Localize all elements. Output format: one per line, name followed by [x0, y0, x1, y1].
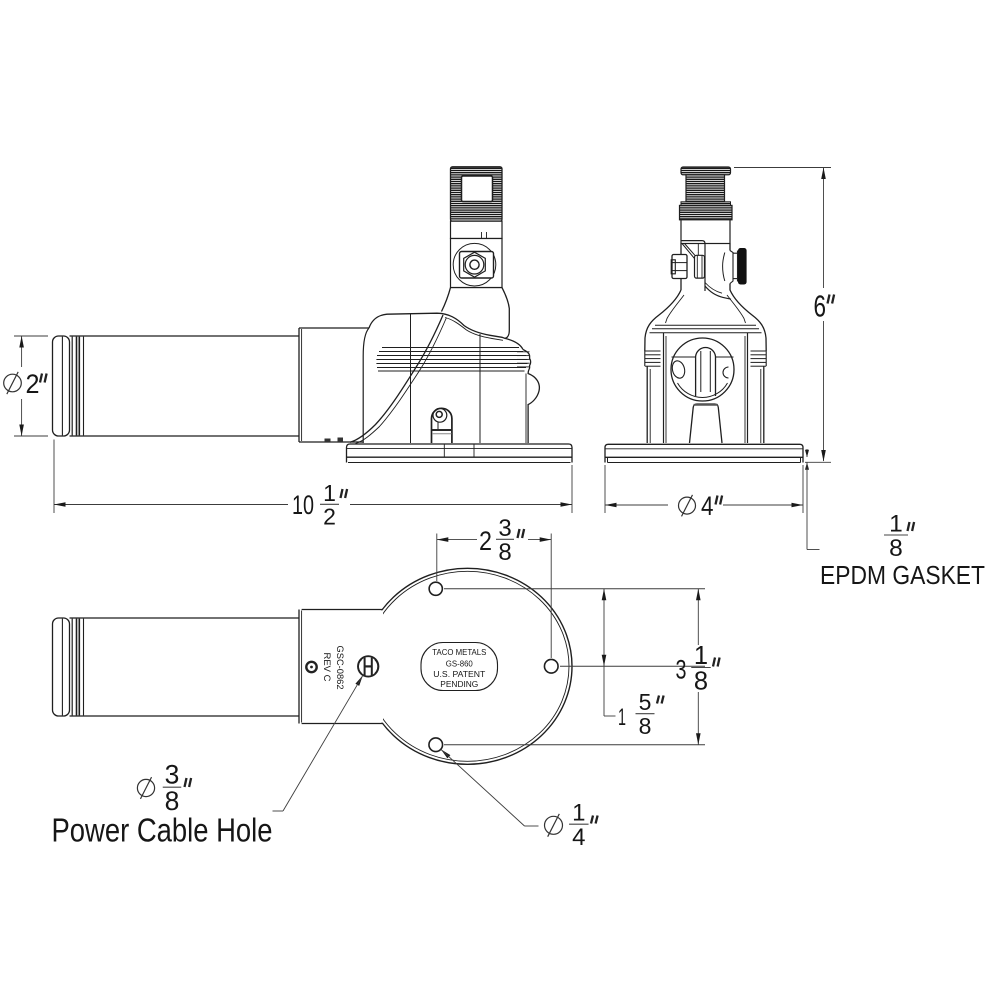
- svg-text:5: 5: [639, 689, 652, 715]
- svg-text:REV C: REV C: [321, 653, 332, 682]
- svg-text:U.S. PATENT: U.S. PATENT: [433, 669, 486, 679]
- svg-text:1: 1: [618, 704, 626, 731]
- svg-text:EPDM GASKET: EPDM GASKET: [820, 560, 985, 590]
- svg-text:1: 1: [889, 511, 903, 538]
- svg-text:8: 8: [498, 539, 511, 566]
- svg-text:3: 3: [165, 760, 180, 790]
- svg-text:1: 1: [323, 480, 336, 506]
- svg-text:8: 8: [889, 535, 903, 562]
- svg-text:3: 3: [676, 655, 687, 685]
- svg-text:2: 2: [479, 526, 492, 556]
- svg-text:Power Cable Hole: Power Cable Hole: [52, 812, 273, 849]
- svg-text:GS-860: GS-860: [446, 659, 473, 669]
- svg-text:GSC-0862: GSC-0862: [334, 646, 345, 690]
- svg-text:8: 8: [165, 786, 180, 816]
- svg-text:8: 8: [639, 713, 652, 739]
- svg-text:4: 4: [701, 491, 714, 521]
- svg-text:PENDING: PENDING: [440, 679, 478, 689]
- svg-text:2: 2: [26, 369, 40, 399]
- svg-text:6: 6: [814, 290, 827, 324]
- svg-text:2: 2: [323, 503, 336, 529]
- svg-text:3: 3: [498, 515, 511, 542]
- svg-text:1: 1: [572, 800, 585, 827]
- svg-text:TACO METALS: TACO METALS: [432, 647, 486, 657]
- svg-text:4: 4: [572, 824, 585, 851]
- svg-text:8: 8: [694, 667, 708, 695]
- svg-text:10: 10: [292, 490, 314, 520]
- svg-text:1: 1: [694, 642, 708, 670]
